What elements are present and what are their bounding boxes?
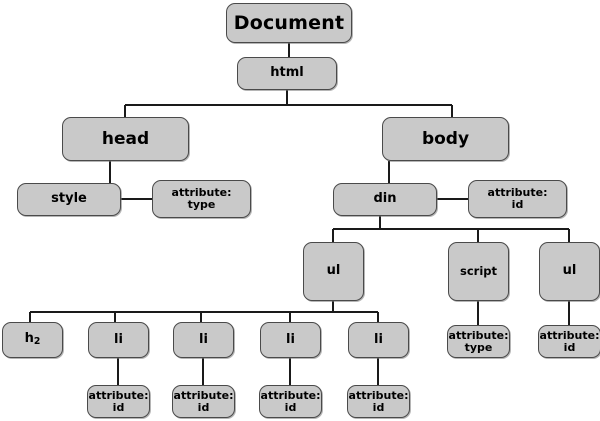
edge-html-to-head — [124, 90, 453, 117]
node-label: attribute: id — [88, 388, 149, 414]
node-label: attribute: id — [348, 388, 409, 414]
node-attr-type-style[interactable]: attribute: type — [152, 180, 251, 218]
node-li-2[interactable]: li — [173, 322, 234, 358]
node-attr-id-ulright[interactable]: attribute: id — [538, 325, 600, 358]
node-label: attribute: id — [173, 388, 234, 414]
node-label: li — [286, 331, 295, 347]
edge-ul-left-to-li-row — [29, 301, 379, 322]
node-head[interactable]: head — [62, 117, 189, 161]
node-attr-id-li4[interactable]: attribute: id — [347, 385, 410, 418]
node-label: ul — [562, 263, 577, 279]
node-label: attribute: type — [448, 328, 509, 354]
node-label: li — [114, 331, 123, 347]
edge-din-to-ul-left — [332, 216, 570, 242]
node-label: script — [459, 264, 497, 279]
node-label: li — [374, 331, 383, 347]
node-din[interactable]: din — [333, 183, 437, 216]
node-label: attribute: id — [487, 186, 548, 211]
node-label: attribute: type — [171, 186, 232, 211]
node-li-4[interactable]: li — [348, 322, 409, 358]
node-label: head — [101, 128, 150, 149]
node-ul-right[interactable]: ul — [539, 242, 600, 301]
node-label: Document — [233, 11, 345, 34]
node-attr-type-script[interactable]: attribute: type — [447, 325, 510, 358]
node-script[interactable]: script — [448, 242, 509, 301]
node-body[interactable]: body — [382, 117, 509, 161]
node-label: style — [51, 191, 87, 207]
node-label: ul — [326, 263, 341, 279]
node-attr-id-li2[interactable]: attribute: id — [172, 385, 235, 418]
node-li-1[interactable]: li — [88, 322, 149, 358]
node-label: body — [421, 128, 470, 149]
node-label: din — [373, 191, 397, 207]
node-label: li — [199, 331, 208, 347]
node-label: html — [270, 65, 304, 81]
node-document[interactable]: Document — [226, 3, 352, 43]
node-li-3[interactable]: li — [260, 322, 321, 358]
node-h2[interactable]: h2 — [2, 322, 63, 358]
node-attr-id-li3[interactable]: attribute: id — [259, 385, 322, 418]
node-label: h2 — [24, 331, 41, 348]
node-ul-left[interactable]: ul — [303, 242, 364, 301]
node-label: attribute: id — [539, 328, 600, 354]
node-attr-id-din[interactable]: attribute: id — [468, 180, 567, 218]
node-html[interactable]: html — [237, 57, 337, 90]
node-attr-id-li1[interactable]: attribute: id — [87, 385, 150, 418]
node-style[interactable]: style — [17, 183, 121, 216]
node-label: attribute: id — [260, 388, 321, 414]
